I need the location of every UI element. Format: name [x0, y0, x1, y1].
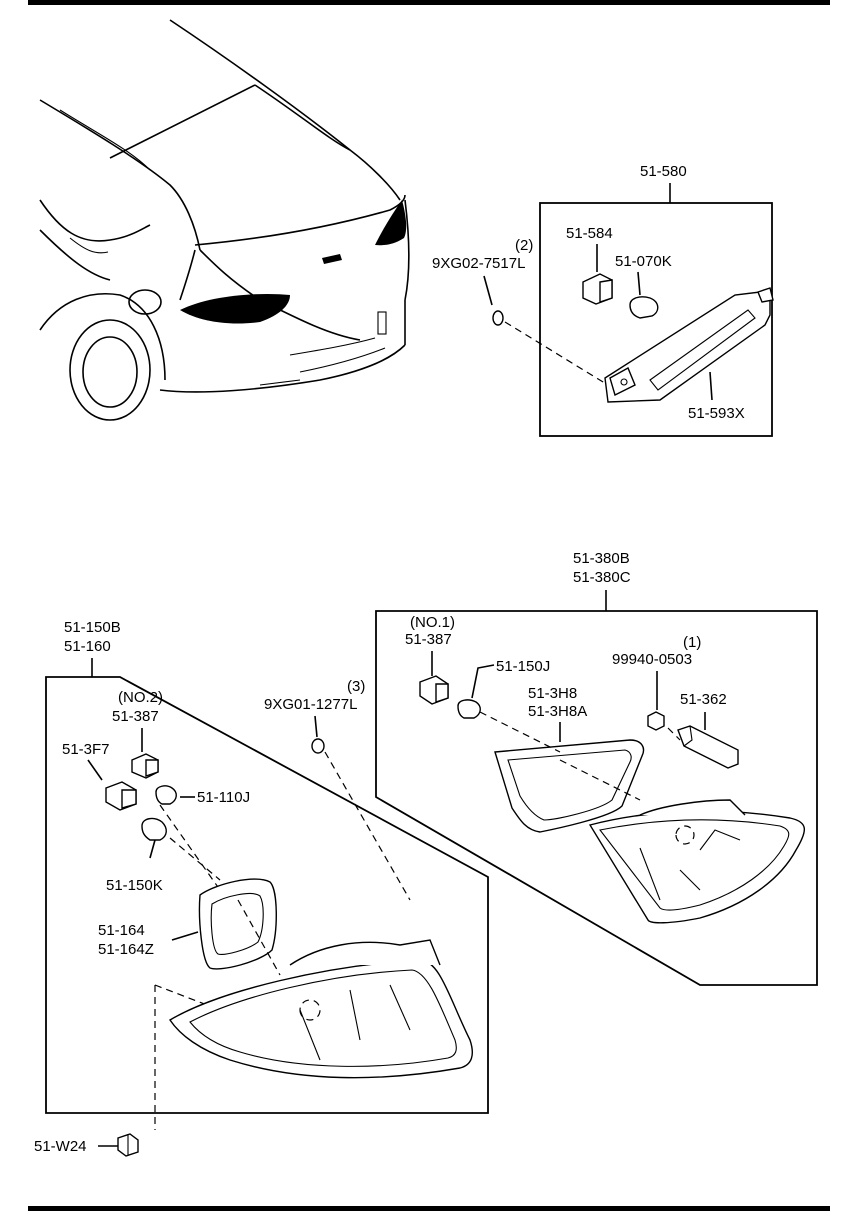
label-socket-high-mount: 51-584: [566, 225, 613, 242]
high-mount-lamp-box: [539, 202, 773, 437]
label-gasket-inner-a: 51-3H8: [528, 685, 577, 702]
socket-outer-icon: [105, 781, 137, 811]
car-rear-illustration: [39, 19, 410, 421]
top-border: [28, 0, 830, 5]
label-screw-bottom: 51-W24: [34, 1138, 87, 1155]
label-bulb-outer-small: 51-110J: [197, 789, 250, 806]
nut-icon: [647, 711, 665, 731]
label-screw-qty-mid: (3): [347, 678, 365, 695]
outer-lamp-box: [45, 676, 489, 1114]
label-assy-high-mount: 51-580: [640, 163, 687, 180]
screw-mid-icon: [311, 738, 325, 754]
screw-top-icon: [492, 310, 504, 326]
outer-lamp-lens-icon: [169, 939, 473, 1079]
label-nut: 99940-0503: [612, 651, 692, 668]
label-nut-qty: (1): [683, 634, 701, 651]
label-gasket-outer-b: 51-164Z: [98, 941, 154, 958]
label-bulb-outer: 51-150K: [106, 877, 163, 894]
lens-high-mount-icon: [604, 287, 774, 403]
label-assy-outer-a: 51-150B: [64, 619, 121, 636]
socket-high-mount-icon: [582, 273, 613, 305]
label-screw-top: 9XG02-7517L: [432, 255, 525, 272]
label-assy-inner-a: 51-380B: [573, 550, 630, 567]
socket-inner-icon: [419, 675, 449, 705]
label-assy-inner-b: 51-380C: [573, 569, 631, 586]
label-socket-outer: 51-3F7: [62, 741, 110, 758]
label-lens-high-mount: 51-593X: [688, 405, 745, 422]
gasket-outer-icon: [198, 878, 277, 970]
inner-lamp-box: [375, 610, 818, 986]
label-assy-outer-b: 51-160: [64, 638, 111, 655]
label-bulb-high-mount: 51-070K: [615, 253, 672, 270]
label-no2: (NO.2): [118, 689, 163, 706]
bulb-outer-icon: [141, 817, 167, 841]
label-screw-mid: 9XG01-1277L: [264, 696, 357, 713]
label-gasket-inner-b: 51-3H8A: [528, 703, 587, 720]
label-socket-inner: 51-387: [405, 631, 452, 648]
bulb-outer-small-icon: [155, 785, 177, 805]
screw-bottom-icon: [117, 1133, 139, 1157]
bracket-inner-icon: [677, 725, 739, 769]
bulb-inner-icon: [457, 699, 481, 719]
label-no1: (NO.1): [410, 614, 455, 631]
label-bulb-inner: 51-150J: [496, 658, 550, 675]
socket-outer-no2-icon: [131, 753, 159, 779]
label-screw-qty-top: (2): [515, 237, 533, 254]
label-bracket-inner: 51-362: [680, 691, 727, 708]
bulb-high-mount-icon: [629, 296, 659, 319]
label-gasket-outer-a: 51-164: [98, 922, 145, 939]
label-socket-outer-no2: 51-387: [112, 708, 159, 725]
bottom-border: [28, 1206, 830, 1211]
inner-lamp-lens-icon: [588, 799, 805, 924]
gasket-inner-icon: [494, 739, 645, 833]
